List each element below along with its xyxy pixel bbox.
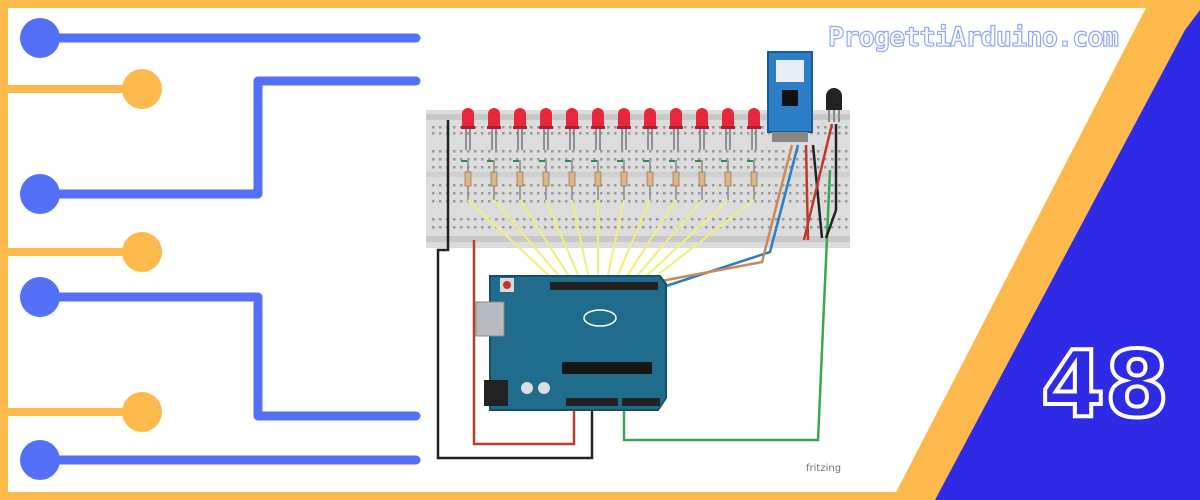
power-wire	[472, 240, 576, 446]
episode-number: 48	[1039, 329, 1171, 440]
led-12	[747, 108, 761, 200]
usb-connector	[475, 301, 505, 337]
yellow-pad-2	[122, 232, 162, 272]
temperature-sensor-image	[826, 88, 842, 122]
sensor-signal-wire	[622, 169, 832, 442]
power-jack	[484, 380, 508, 406]
reset-button	[503, 281, 511, 289]
led-7	[617, 108, 631, 200]
atmega-chip	[562, 362, 652, 374]
led-2	[487, 108, 501, 200]
led-signal-wires	[467, 199, 755, 285]
blue-pad-4	[20, 440, 60, 480]
led-row	[461, 108, 761, 200]
blue-trace-3	[35, 292, 421, 421]
arduino-logo	[583, 309, 617, 327]
digital-header	[550, 282, 658, 290]
led-6	[591, 108, 605, 200]
bt-rx-wire	[655, 144, 794, 284]
panel-blue-area	[935, 10, 1200, 500]
led-8	[643, 108, 657, 200]
led-9	[669, 108, 683, 200]
diagram-credit: fritzing	[806, 463, 842, 474]
blue-pad-1	[20, 18, 60, 58]
power-header	[566, 398, 618, 406]
arduino-board	[489, 275, 667, 411]
led-1	[461, 108, 475, 200]
yellow-pad-1	[122, 69, 162, 109]
bluetooth-module-image	[767, 51, 813, 142]
led-4	[539, 108, 553, 200]
blue-pad-3	[20, 277, 60, 317]
arduino-uno-board-image	[475, 275, 667, 411]
bt-tx-wire	[659, 144, 800, 290]
blue-pad-2	[20, 174, 60, 214]
led-11	[721, 108, 735, 200]
led-3	[513, 108, 527, 200]
yellow-pad-3	[122, 392, 162, 432]
blue-trace-2	[35, 76, 421, 199]
led-10	[695, 108, 709, 200]
jumper-wires	[436, 120, 838, 460]
circuit-pads	[20, 18, 162, 480]
number-panel	[892, 0, 1200, 500]
wiring-diagram-image	[424, 48, 852, 484]
ground-wire	[436, 120, 594, 460]
circuit-trace-graphic	[0, 33, 421, 465]
led-5	[565, 108, 579, 200]
analog-header	[622, 398, 660, 406]
site-watermark: ProgettiArduino.com	[827, 21, 1119, 53]
